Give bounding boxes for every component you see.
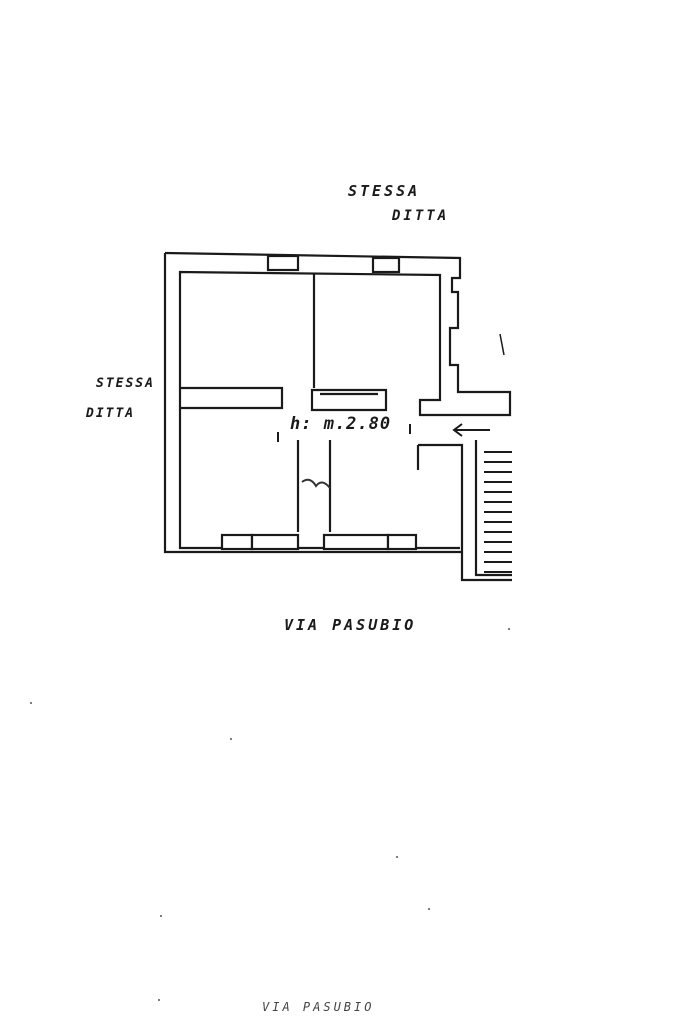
window-bottom-3: [322, 533, 390, 551]
north-neighbor-label-line2: DITTA: [392, 208, 450, 224]
window-top-right: [371, 256, 401, 274]
speck: [160, 915, 162, 917]
stairs-outline: [474, 440, 512, 577]
speck: [230, 738, 232, 740]
speck: [508, 628, 510, 630]
window-bottom-1: [220, 533, 254, 551]
speck: [158, 999, 160, 1001]
arrow-icon: [452, 423, 490, 437]
window-top-left: [266, 254, 300, 272]
scribble-mark: [301, 478, 331, 489]
west-neighbor-label-line2: DITTA: [86, 406, 136, 421]
wall-center-block: [310, 388, 388, 412]
stroke-mark: [499, 333, 505, 356]
speck: [396, 856, 398, 858]
wall-left-horiz: [180, 386, 284, 410]
outer-wall-edge: [163, 253, 462, 554]
outer-wall-outer: [164, 251, 512, 550]
speck: [30, 702, 32, 704]
wall-right-room: [418, 443, 512, 582]
ceiling-height-label: h: m.2.80: [290, 414, 392, 434]
window-bottom-2: [250, 533, 300, 551]
stairs-treads: [484, 451, 512, 573]
north-neighbor-label-line1: STESSA: [348, 182, 421, 200]
street-label: VIA PASUBIO: [284, 616, 417, 634]
window-bottom-4: [386, 533, 418, 551]
speck: [428, 908, 430, 910]
street-label-faint: VIA PASUBIO: [262, 1000, 375, 1014]
west-neighbor-label-line1: STESSA: [96, 376, 155, 391]
